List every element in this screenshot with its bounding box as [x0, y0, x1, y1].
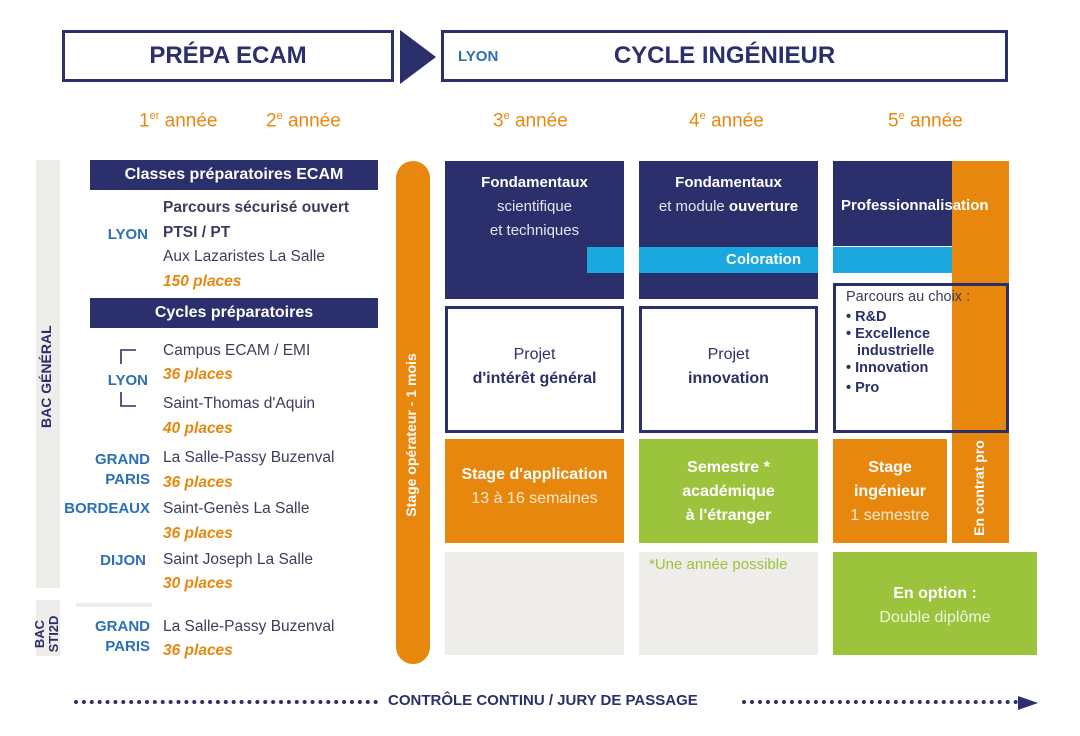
classes-line-4: 150 places: [163, 273, 242, 290]
lyon-places-1: 36 places: [163, 366, 233, 383]
lyon-school-2: Saint-Thomas d'Aquin: [163, 395, 316, 412]
y3-projet-l2: d'intérêt général: [472, 370, 597, 387]
bordeaux-places: 36 places: [163, 525, 233, 542]
footer-arrow-icon: [1018, 696, 1038, 710]
y3-fondamentaux-l3: et techniques: [489, 222, 580, 239]
dijon-places: 30 places: [163, 575, 233, 592]
option-title: En option :: [893, 585, 977, 602]
prepa-header: PRÉPA ECAM: [62, 30, 394, 82]
year-3: 3e année: [493, 110, 568, 132]
classes-prepa-title: Classes préparatoires ECAM: [90, 160, 378, 190]
header-arrow-icon: [400, 30, 436, 84]
bordeaux-school: Saint-Genès La Salle: [163, 500, 310, 517]
y4-fondamentaux-title: Fondamentaux: [675, 174, 782, 191]
cycle-header: LYON CYCLE INGÉNIEUR: [441, 30, 1008, 82]
y5-stage-box: Stage ingénieur 1 semestre: [833, 439, 947, 543]
y3-fondamentaux-title: Fondamentaux: [481, 174, 588, 191]
prepa-title: PRÉPA ECAM: [149, 42, 307, 69]
grand-paris-places: 36 places: [163, 474, 233, 491]
y3-stage-sub: 13 à 16 semaines: [471, 490, 598, 507]
parcours-item-pro: • Pro: [846, 380, 880, 396]
cycles-prepa-title: Cycles préparatoires: [90, 298, 378, 328]
y4-projet-l2: innovation: [688, 370, 769, 387]
lyon-city: LYON: [107, 372, 148, 389]
contrat-pro-bar: [952, 161, 1009, 543]
y4-fondamentaux-l2b: ouverture: [728, 198, 799, 215]
bac-general-bar: [36, 160, 60, 588]
coloration-label: Coloration: [726, 251, 801, 268]
y4-annee-possible-box: [639, 552, 818, 655]
year-2: 2e année: [266, 110, 341, 132]
y3-fondamentaux-box: Fondamentaux scientifique et techniques: [445, 161, 624, 299]
y3-coloration-strip: [587, 247, 624, 273]
y4-semestre-l3: à l'étranger: [685, 507, 772, 524]
footer-dotted-line-right: [742, 700, 1018, 704]
y3-empty-box: [445, 552, 624, 655]
y3-stage-box: Stage d'application 13 à 16 semaines: [445, 439, 624, 543]
lyon-bracket-icon: [120, 349, 136, 407]
option-box: En option : Double diplôme: [833, 552, 1037, 655]
dijon-school: Saint Joseph La Salle: [163, 551, 313, 568]
y4-coloration-strip: [639, 247, 818, 273]
y5-stage-l3: 1 semestre: [850, 507, 930, 524]
parcours-items: • R&D • Excellence industrielle • Innova…: [846, 309, 934, 397]
parcours-title: Parcours au choix :: [846, 289, 971, 305]
y5-professionnalisation-title: Professionnalisation: [841, 197, 989, 214]
bac-sti2d-bar: [36, 600, 60, 656]
grand-paris-school: La Salle-Passy Buzenval: [163, 449, 335, 466]
y5-stage-l2: ingénieur: [853, 483, 926, 500]
y4-projet-box: Projet innovation: [639, 306, 818, 433]
sti2d-places: 36 places: [163, 642, 233, 659]
sti2d-divider: [76, 603, 152, 607]
bordeaux-city: BORDEAUX: [64, 500, 150, 517]
y4-fondamentaux-box: Fondamentaux et module ouverture: [639, 161, 818, 299]
lyon-school-1: Campus ECAM / EMI: [163, 342, 311, 359]
stage-operateur-bar: [396, 161, 430, 664]
y4-semestre-l2: académique: [682, 483, 775, 500]
parcours-item-excellence-2: industrielle: [857, 343, 935, 359]
y5-coloration-strip: [833, 247, 952, 273]
y4-projet-l1: Projet: [707, 346, 750, 363]
classes-line-2: PTSI / PT: [163, 224, 231, 241]
footer-label: CONTRÔLE CONTINU / JURY DE PASSAGE: [388, 692, 698, 709]
cycle-city: LYON: [458, 48, 499, 65]
parcours-box: [833, 283, 1009, 433]
y5-stage-l1: Stage: [868, 459, 912, 476]
y4-semestre-l1: Semestre *: [687, 459, 770, 476]
parcours-item-excellence: • Excellence: [846, 326, 931, 342]
year-1: 1er année: [139, 110, 218, 132]
bac-general-label: BAC GÉNÉRAL: [38, 325, 54, 428]
classes-city: LYON: [107, 226, 148, 243]
y4-semestre-box: Semestre * académique à l'étranger: [639, 439, 818, 543]
footer-dotted-line-left: [74, 700, 378, 704]
sti2d-school: La Salle-Passy Buzenval: [163, 618, 335, 635]
option-sub: Double diplôme: [879, 609, 991, 626]
classes-line-3: Aux Lazaristes La Salle: [163, 248, 325, 265]
contrat-pro-label: En contrat pro: [971, 440, 987, 536]
parcours-item-rd: • R&D: [846, 309, 887, 325]
y3-stage-title: Stage d'application: [461, 466, 608, 483]
lyon-places-2: 40 places: [163, 420, 233, 437]
y3-projet-box: Projet d'intérêt général: [445, 306, 624, 433]
y3-fondamentaux-l2: scientifique: [496, 198, 573, 215]
cycle-title: CYCLE INGÉNIEUR: [613, 42, 836, 69]
dijon-city: DIJON: [100, 552, 146, 569]
parcours-item-innovation: • Innovation: [846, 360, 929, 376]
year-4: 4e année: [689, 110, 764, 132]
annee-possible-note: *Une année possible: [649, 556, 788, 573]
y4-fondamentaux-l2a: et module: [658, 198, 729, 215]
stage-operateur-label: Stage opérateur - 1 mois: [403, 353, 419, 517]
classes-line-1: Parcours sécurisé ouvert: [163, 199, 350, 216]
y3-projet-l1: Projet: [513, 346, 556, 363]
year-5: 5e année: [888, 110, 963, 132]
